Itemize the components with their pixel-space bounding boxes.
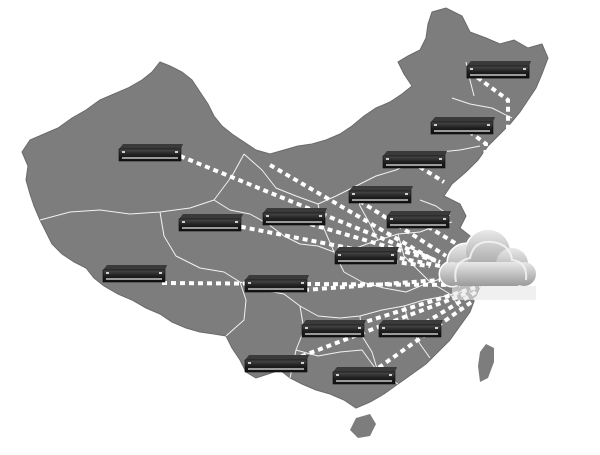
rack-server-icon xyxy=(301,320,366,338)
rack-server-icon xyxy=(348,186,413,204)
cloud-icon xyxy=(438,228,536,300)
rack-server-icon xyxy=(334,247,399,265)
rack-server-icon xyxy=(244,355,309,373)
rack-server-icon xyxy=(386,211,451,229)
rack-server-icon xyxy=(378,320,443,338)
servers-layer xyxy=(102,61,531,385)
rack-server-icon xyxy=(332,367,397,385)
hainan-island-shape xyxy=(350,414,376,438)
rack-server-icon xyxy=(102,265,167,283)
rack-server-icon xyxy=(430,117,495,135)
rack-server-icon xyxy=(262,208,327,226)
rack-server-icon xyxy=(244,275,309,293)
rack-server-icon xyxy=(382,151,447,169)
rack-server-icon xyxy=(178,214,243,232)
taiwan-island-shape xyxy=(478,344,494,382)
rack-server-icon xyxy=(118,144,183,162)
rack-server-icon xyxy=(466,61,531,79)
